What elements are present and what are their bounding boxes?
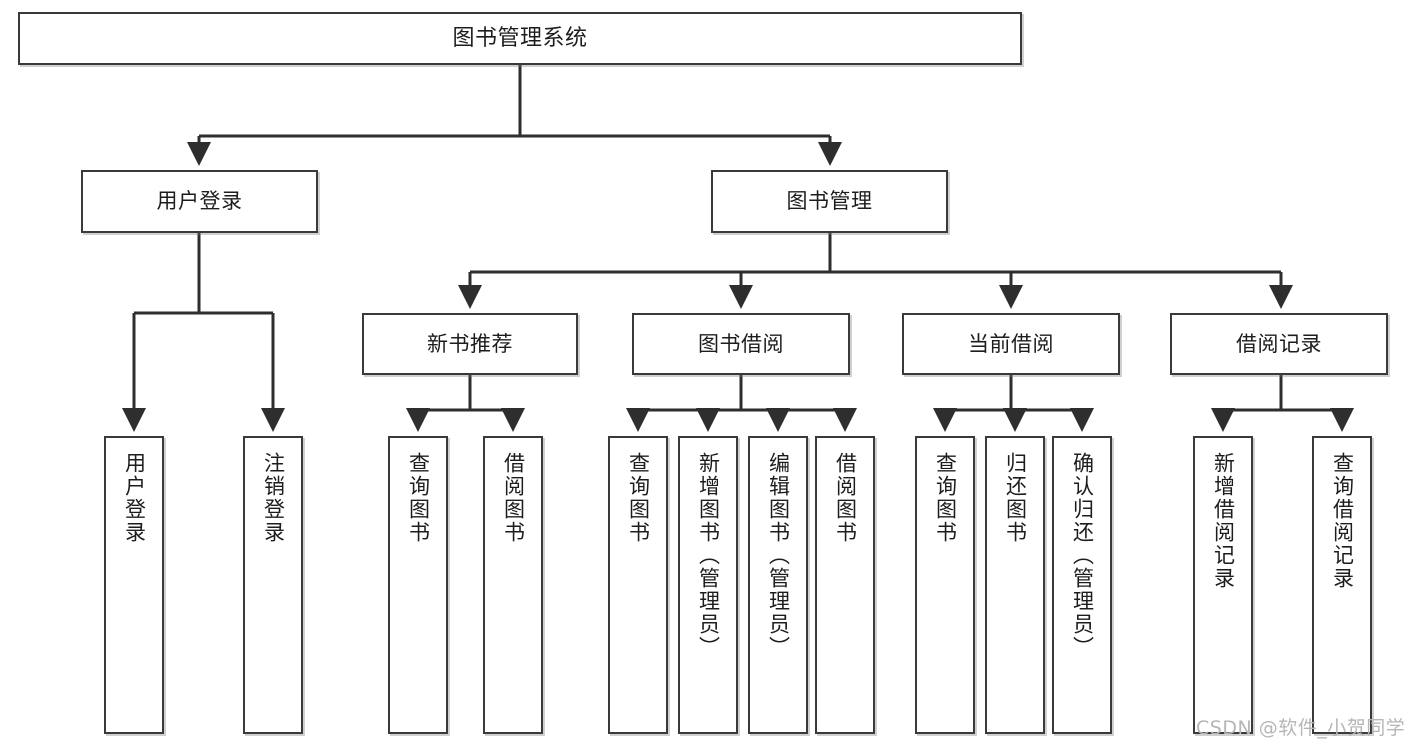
node-leaf-label: 借阅图书 <box>501 452 526 544</box>
node-leaf-currentborrow-confirm[interactable]: 确认归还（管理员） <box>1052 436 1112 734</box>
node-new-book-recommend-label: 新书推荐 <box>427 331 513 356</box>
node-leaf-label: 编辑图书（管理员） <box>766 452 791 659</box>
node-leaf-borrowrecord-query[interactable]: 查询借阅记录 <box>1312 436 1372 734</box>
node-leaf-label: 查询图书 <box>626 452 651 544</box>
node-book-manage[interactable]: 图书管理 <box>711 170 948 233</box>
node-leaf-label: 借阅图书 <box>833 452 858 544</box>
node-leaf-user-login-logout[interactable]: 注销登录 <box>243 436 303 734</box>
node-leaf-label: 用户登录 <box>122 452 147 544</box>
node-leaf-user-login-login[interactable]: 用户登录 <box>104 436 164 734</box>
node-leaf-currentborrow-query[interactable]: 查询图书 <box>915 436 975 734</box>
node-leaf-newbook-query[interactable]: 查询图书 <box>388 436 448 734</box>
node-leaf-bookborrow-edit[interactable]: 编辑图书（管理员） <box>748 436 808 734</box>
node-leaf-label: 查询借阅记录 <box>1330 452 1355 590</box>
node-leaf-label: 注销登录 <box>261 452 286 544</box>
node-leaf-currentborrow-return[interactable]: 归还图书 <box>985 436 1045 734</box>
node-leaf-label: 确认归还（管理员） <box>1070 452 1095 659</box>
node-borrow-record[interactable]: 借阅记录 <box>1170 313 1388 375</box>
node-current-borrow-label: 当前借阅 <box>968 331 1054 356</box>
node-leaf-label: 归还图书 <box>1003 452 1028 544</box>
node-leaf-label: 新增图书（管理员） <box>696 452 721 659</box>
node-leaf-bookborrow-query[interactable]: 查询图书 <box>608 436 668 734</box>
node-root-label: 图书管理系统 <box>452 25 588 51</box>
node-book-borrow[interactable]: 图书借阅 <box>632 313 850 375</box>
node-leaf-bookborrow-add[interactable]: 新增图书（管理员） <box>678 436 738 734</box>
node-leaf-newbook-borrow[interactable]: 借阅图书 <box>483 436 543 734</box>
node-root[interactable]: 图书管理系统 <box>18 12 1022 65</box>
node-book-manage-label: 图书管理 <box>786 189 873 214</box>
node-user-login-label: 用户登录 <box>156 189 243 214</box>
node-new-book-recommend[interactable]: 新书推荐 <box>362 313 578 375</box>
node-leaf-label: 查询图书 <box>933 452 958 544</box>
node-current-borrow[interactable]: 当前借阅 <box>902 313 1120 375</box>
node-leaf-borrowrecord-add[interactable]: 新增借阅记录 <box>1193 436 1253 734</box>
node-leaf-label: 查询图书 <box>406 452 431 544</box>
node-borrow-record-label: 借阅记录 <box>1236 331 1322 356</box>
node-book-borrow-label: 图书借阅 <box>698 331 784 356</box>
watermark: CSDN @软件_小贺同学 <box>1196 717 1405 739</box>
node-user-login[interactable]: 用户登录 <box>81 170 318 233</box>
node-leaf-label: 新增借阅记录 <box>1211 452 1236 590</box>
node-leaf-bookborrow-borrow[interactable]: 借阅图书 <box>815 436 875 734</box>
